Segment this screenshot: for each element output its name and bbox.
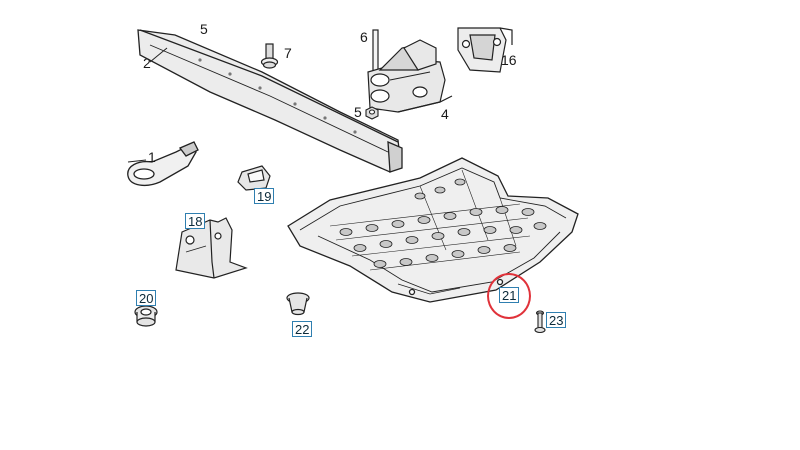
callout-6: 6: [360, 29, 368, 45]
part-18-deflector: [175, 217, 248, 279]
part-2-crossmember: [137, 29, 403, 173]
part-16-bracket: [457, 27, 513, 73]
callout-7: 7: [284, 45, 292, 61]
part-19-clip: [237, 165, 271, 191]
part-23-screw: [534, 310, 546, 334]
tag-23[interactable]: 23: [546, 312, 567, 328]
tag-19[interactable]: 19: [254, 188, 275, 204]
callout-16: 16: [501, 52, 517, 68]
tag-20[interactable]: 20: [136, 290, 157, 306]
tag-18[interactable]: 18: [185, 213, 206, 229]
callout-5-top: 5: [200, 21, 208, 37]
callout-4: 4: [441, 106, 449, 122]
part-20-push-nut: [134, 305, 158, 327]
part-1-towing-eye: [127, 141, 199, 187]
part-4-mount: [367, 29, 453, 113]
part-7-bolt: [260, 43, 279, 69]
callout-2: 2: [143, 55, 151, 71]
callout-5: 5: [354, 104, 362, 120]
tag-22[interactable]: 22: [292, 321, 313, 337]
highlight-circle-part-21: [487, 273, 531, 319]
part-5-nut: [365, 106, 379, 120]
callout-1: 1: [148, 149, 156, 165]
part-21-skid-plate: [287, 157, 579, 303]
part-22-grommet: [286, 292, 310, 316]
